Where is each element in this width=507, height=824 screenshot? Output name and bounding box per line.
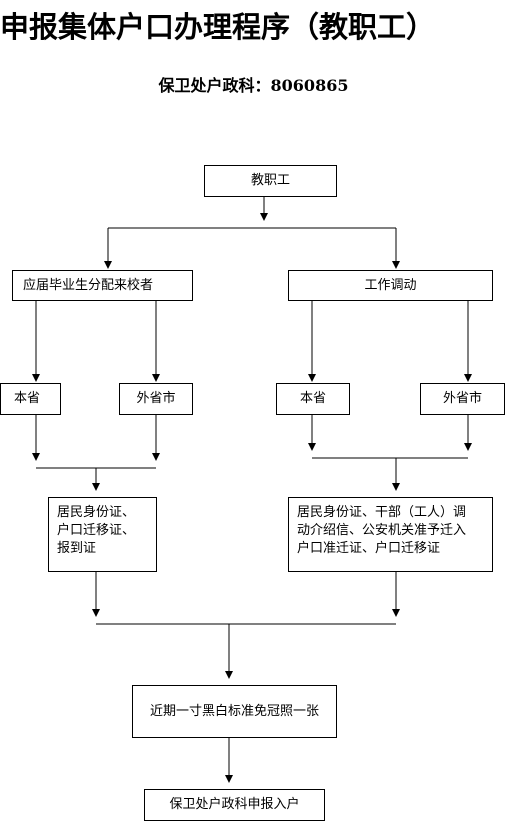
node-photo: 近期一寸黑白标准免冠照一张 bbox=[132, 685, 337, 738]
page-title: 申报集体户口办理程序（教职工） bbox=[0, 10, 436, 44]
node-graduate: 应届毕业生分配来校者 bbox=[12, 270, 193, 301]
grad-doc-line: 户口迁移证、 bbox=[57, 523, 136, 538]
transfer-doc-line: 居民身份证、干部（工人）调 bbox=[297, 505, 467, 520]
node-grad-in-province: 本省 bbox=[0, 383, 61, 415]
contact-info: 保卫处户政科：8060865 bbox=[158, 76, 349, 95]
grad-doc-line: 居民身份证、 bbox=[57, 505, 136, 520]
transfer-doc-line: 动介绍信、公安机关准予迁入 bbox=[297, 523, 467, 538]
node-transfer: 工作调动 bbox=[288, 270, 493, 301]
node-grad-out-province: 外省市 bbox=[119, 383, 193, 415]
transfer-doc-line: 户口准迁证、户口迁移证 bbox=[297, 541, 441, 556]
node-apply: 保卫处户政科申报入户 bbox=[144, 789, 325, 821]
node-staff: 教职工 bbox=[204, 165, 337, 197]
grad-doc-line: 报到证 bbox=[57, 541, 97, 556]
node-transfer-out-province: 外省市 bbox=[420, 383, 505, 415]
node-transfer-in-province: 本省 bbox=[276, 383, 350, 415]
node-transfer-docs: 居民身份证、干部（工人）调 动介绍信、公安机关准予迁入 户口准迁证、户口迁移证 bbox=[288, 497, 493, 572]
node-grad-docs: 居民身份证、 户口迁移证、 报到证 bbox=[48, 497, 157, 572]
